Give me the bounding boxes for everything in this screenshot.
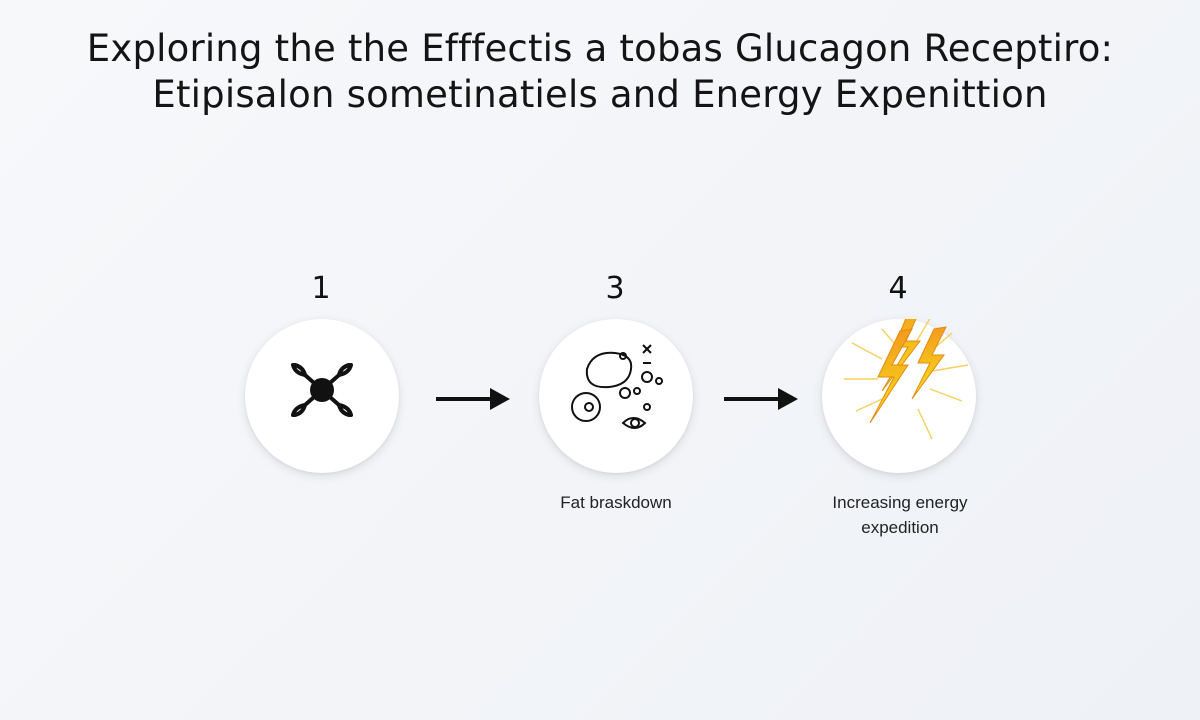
step-1-number: 1 (311, 271, 331, 306)
step-4-number: 4 (888, 271, 908, 306)
step-4-circle (822, 319, 976, 473)
title-line-2: Etipisalon sometinatiels and Energy Expe… (152, 73, 1048, 116)
fat-cells-icon (571, 344, 663, 429)
step-3-number: 3 (605, 271, 625, 306)
step-3-circle (539, 319, 693, 473)
step-4-caption: Increasing energy expedition (800, 490, 1000, 540)
arrow-right-icon (436, 388, 510, 410)
step-4-caption-line-1: Increasing energy (832, 493, 968, 512)
arrow-right-icon-2 (724, 388, 798, 410)
step-1-circle (245, 319, 399, 473)
lightning-energy-icon (844, 319, 969, 440)
step-4-caption-line-2: expedition (861, 518, 939, 537)
step-3-caption: Fat braskdown (560, 493, 672, 512)
title-line-1: Exploring the the Efffectis a tobas Gluc… (86, 27, 1114, 70)
diagram-title: Exploring the the Efffectis a tobas Gluc… (0, 26, 1200, 118)
receptor-molecule-icon (291, 363, 353, 417)
